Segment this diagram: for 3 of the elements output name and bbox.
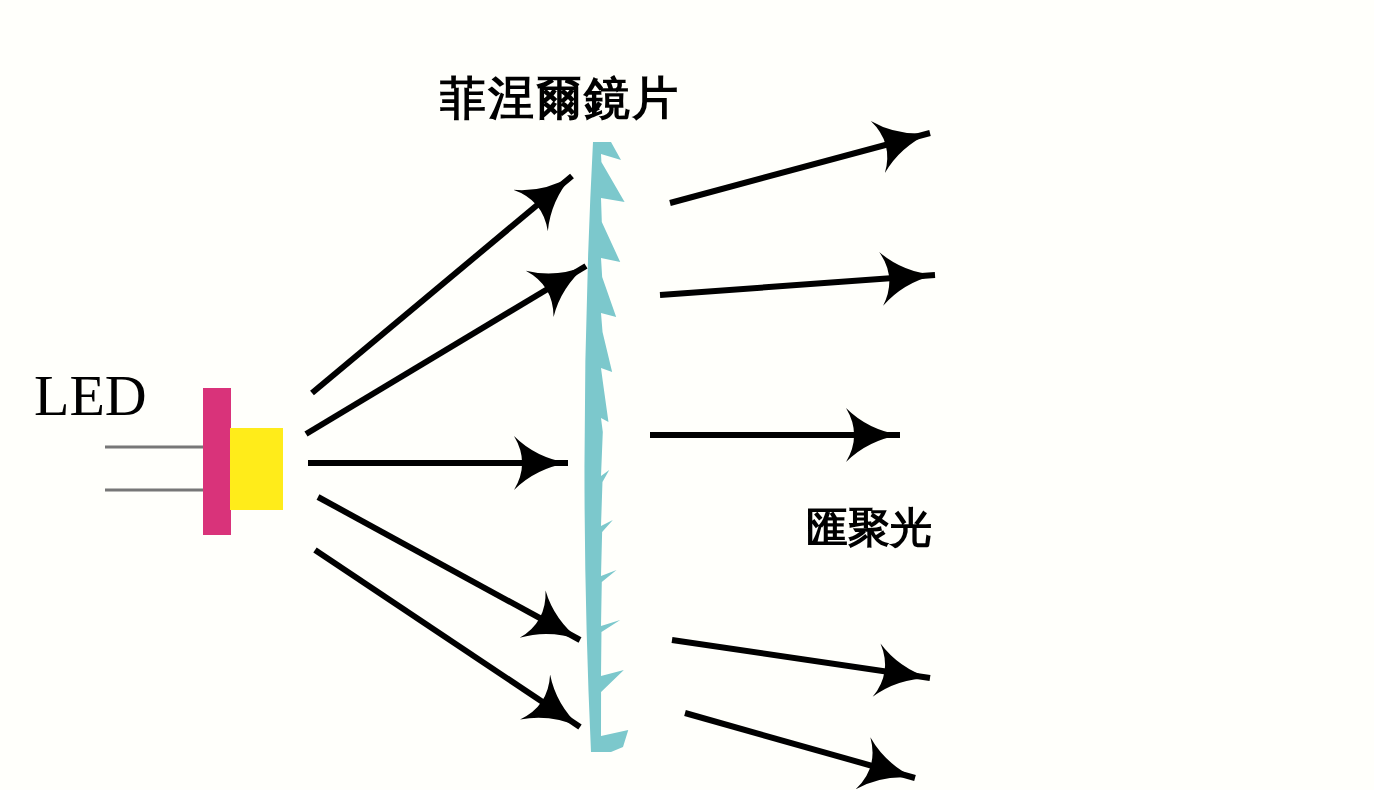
led-label: LED bbox=[34, 365, 147, 427]
light-label: 匯聚光 bbox=[806, 502, 932, 554]
lens-label: 菲涅爾鏡片 bbox=[440, 70, 680, 127]
